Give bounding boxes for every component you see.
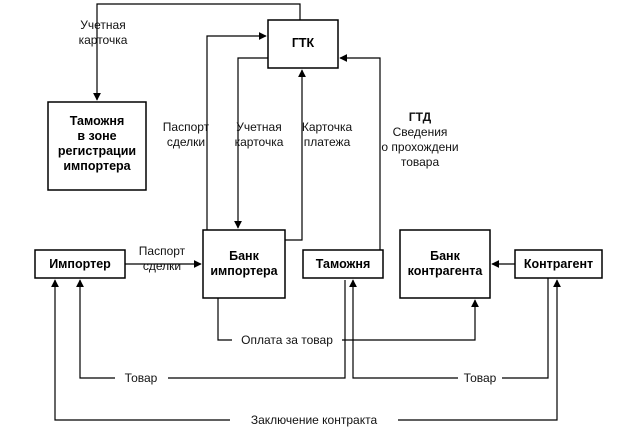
label-gtd-1: ГТД [408,110,432,124]
arrow-passport-to-gtk [206,32,267,230]
customs-registration-line-3: регистрации [57,144,137,158]
customs-registration-label: Таможня в зоне регистрации импортера [48,114,146,174]
label-deal-passport-right-2: сделки [142,259,182,273]
arrow-gtd-to-gtk [339,54,381,250]
importer-bank-label: Банк импортера [203,249,285,279]
label-deal-passport-up-2: сделки [166,135,206,149]
label-payment-card-2: платежа [303,135,351,149]
label-deal-passport-right-1: Паспорт [138,244,186,258]
customs-label: Таможня [315,257,371,271]
customs-registration-line-4: импортера [63,159,131,173]
label-gtd-2: Сведения [392,125,448,139]
label-account-card-down-1: Учетная [236,120,282,134]
arrow-gtk-to-bank [234,57,268,229]
label-gtd: ГТД Сведения о прохождени товара [381,110,458,170]
label-contract: Заключение контракта [250,413,378,427]
label-account-card-top-2: карточка [78,33,128,47]
label-gtd-4: товара [400,155,440,169]
importer-bank-box [202,229,286,299]
label-payment-card: Карточка платежа [302,120,352,150]
label-account-card-down: Учетная карточка [235,120,284,150]
arrow-goods-to-customs-2 [349,279,458,379]
counterparty-bank-line-2: контрагента [407,264,483,278]
label-deal-passport-up-1: Паспорт [162,120,210,134]
importer-label: Импортер [49,257,111,271]
label-goods-left: Товар [124,371,158,385]
label-payment-for-goods: Оплата за товар [241,333,333,347]
arrow-payment-for-goods-2 [342,299,479,341]
counterparty-bank-line-1: Банк [430,249,460,263]
arrow-goods-to-importer-2 [76,279,115,379]
customs-box [302,249,384,279]
label-payment-card-1: Карточка [301,120,353,134]
arrow-contract-2 [398,279,561,421]
customs-registration-line-2: в зоне [77,129,117,143]
arrow-gtk-to-registration [93,3,301,101]
label-account-card-top-1: Учетная [80,18,126,32]
counterparty-bank-label: Банк контрагента [400,249,490,279]
importer-bank-line-2: импортера [210,264,278,278]
arrow-contract [51,279,230,421]
importer-bank-line-1: Банк [229,249,259,263]
label-deal-passport-right: Паспорт сделки [139,244,185,274]
importer-box [34,249,126,279]
arrow-payment-for-goods [217,298,232,341]
arrow-goods-to-customs [502,278,549,379]
gtk-label: ГТК [291,36,315,50]
customs-registration-line-1: Таможня [69,114,125,128]
counterparty-label: Контрагент [523,257,594,271]
arrow-goods-to-importer [168,280,346,379]
label-account-card-down-2: карточка [234,135,284,149]
label-goods-right: Товар [463,371,497,385]
label-deal-passport-up: Паспорт сделки [163,120,209,150]
arrow-payment-card-to-gtk [285,69,306,241]
counterparty-box [514,249,603,279]
label-account-card-top: Учетная карточка [79,18,128,48]
label-gtd-3: о прохождени [381,140,459,154]
customs-registration-box [47,101,147,191]
counterparty-bank-box [399,229,491,299]
gtk-box [267,19,339,69]
